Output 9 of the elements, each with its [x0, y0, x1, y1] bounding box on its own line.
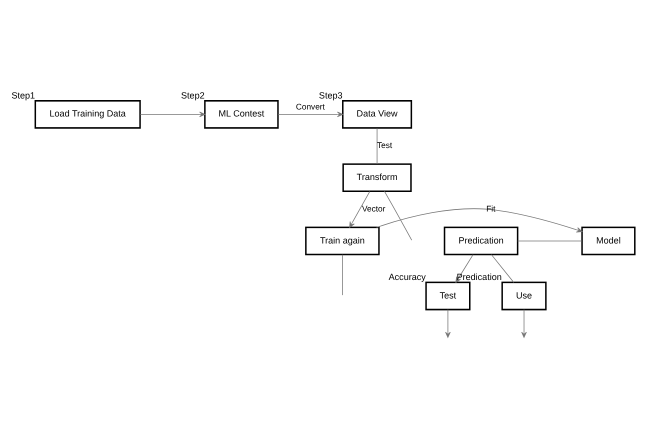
edge-label: Vector — [362, 204, 386, 214]
node-label: Step1 — [11, 90, 36, 100]
edge-label: Test — [377, 141, 392, 150]
edge-label: Fit — [486, 204, 496, 214]
node-label: Accuracy — [388, 272, 426, 282]
node-label: Step3 — [318, 90, 343, 100]
node-label: Predication — [456, 272, 502, 282]
edge-label: Convert — [296, 102, 325, 112]
node-label: Step2 — [181, 90, 205, 100]
